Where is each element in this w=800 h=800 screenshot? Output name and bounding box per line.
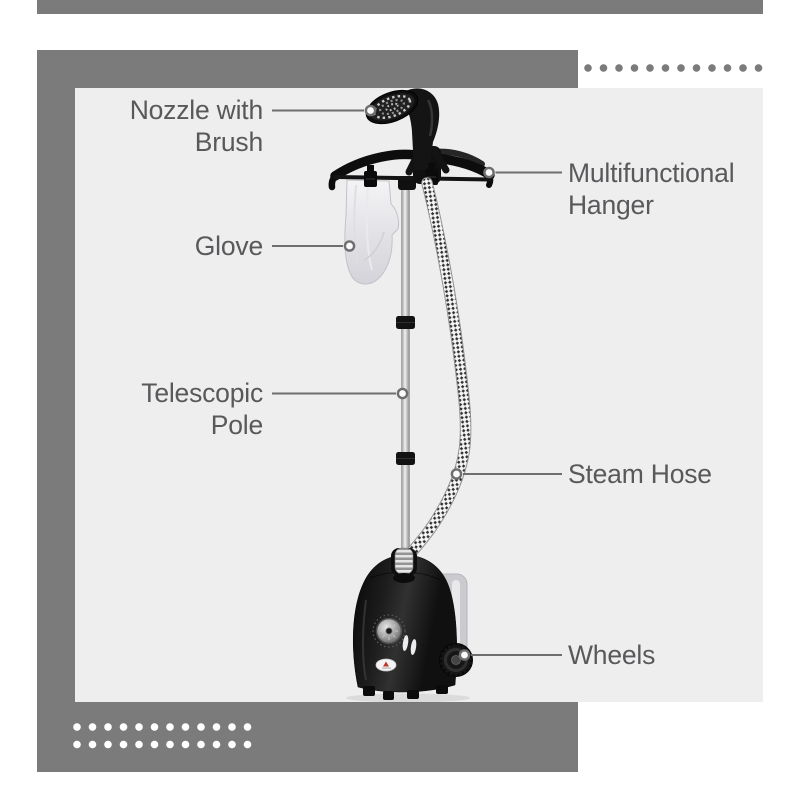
label-glove: Glove — [194, 231, 263, 261]
label-steam-hose: Steam Hose — [568, 459, 712, 489]
top-accent-bar — [37, 0, 763, 14]
label-multifunctional-hanger: Multifunctional Hanger — [568, 158, 735, 220]
label-telescopic-pole: Telescopic Pole — [141, 378, 263, 440]
dot-grid-decoration-bottom-left — [73, 722, 254, 749]
label-nozzle-with-brush: Nozzle with Brush — [129, 95, 263, 157]
label-wheels: Wheels — [568, 640, 656, 670]
dot-row-decoration-top-right — [584, 63, 765, 73]
